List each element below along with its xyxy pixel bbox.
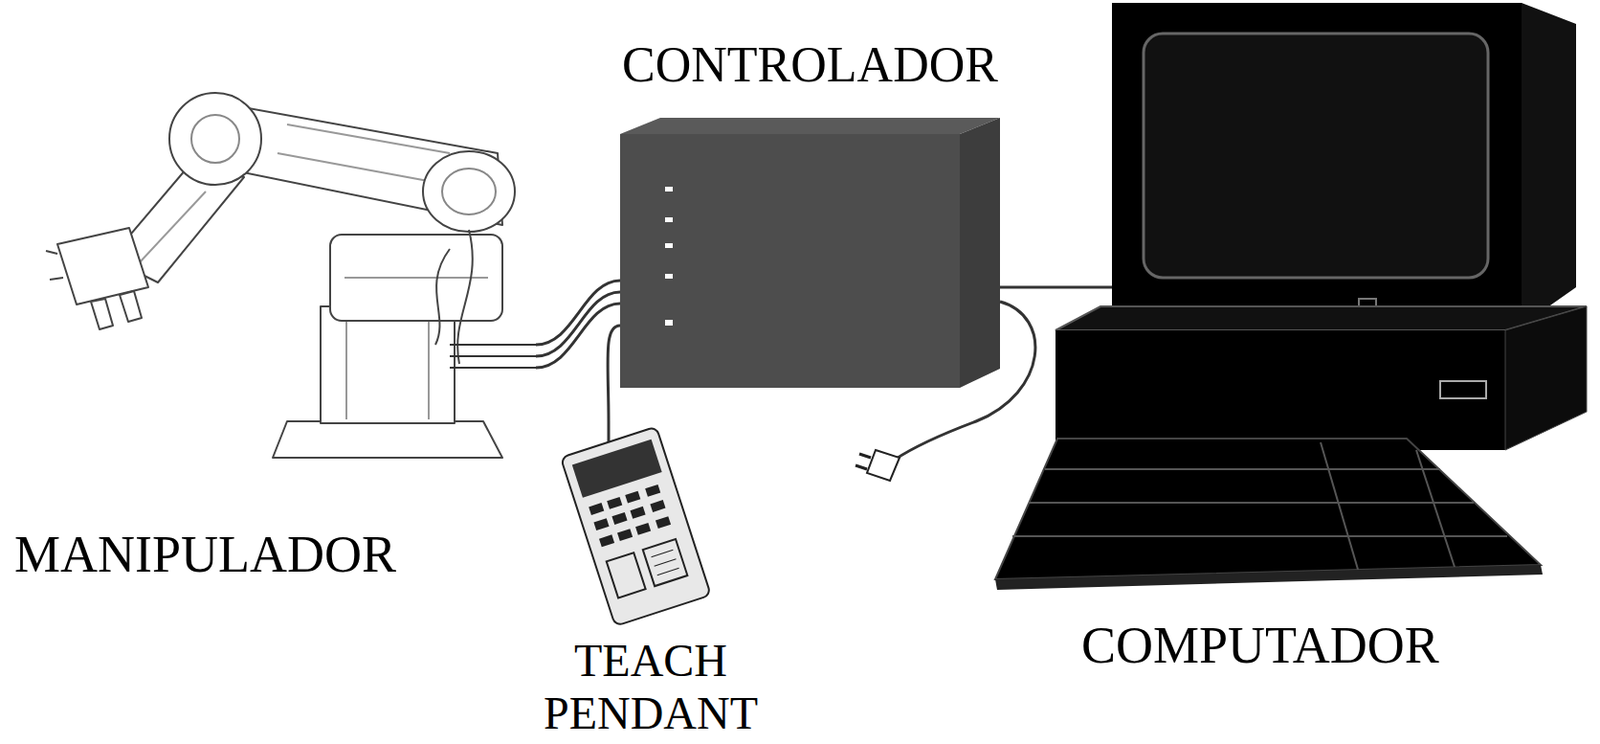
teach-pendant-device-part-part	[599, 533, 615, 547]
controller-box	[620, 117, 1000, 388]
manipulator-robot-part	[49, 277, 64, 280]
component-label: COMPUTADOR	[1081, 615, 1594, 675]
computer-part	[1012, 534, 1508, 537]
computer-part	[1440, 380, 1487, 399]
manipulator-robot-part	[427, 311, 430, 420]
manipulator-robot-part	[345, 311, 348, 420]
teach-pendant-device-part-part	[560, 425, 712, 625]
controller-box-part	[959, 117, 1000, 388]
teach-pendant-device-part-part	[651, 549, 674, 556]
component-label: MANIPULADOR	[14, 524, 536, 584]
computer-part	[1044, 467, 1441, 470]
teach-pendant-device-part-part	[644, 484, 661, 497]
manipulator-robot-part	[344, 276, 489, 279]
teach-pendant-device-part-part	[588, 502, 604, 515]
teach-pendant-device-part-part	[617, 528, 633, 541]
controller-box-part	[620, 117, 1000, 134]
manipulator-robot-part	[320, 306, 455, 423]
computer-part	[995, 438, 1541, 579]
teach-pendant-device-part-part	[635, 522, 651, 535]
computer-part	[1143, 33, 1489, 278]
cable-connector	[1000, 286, 1077, 289]
controller-box-part	[665, 186, 673, 192]
controller-box-part	[620, 133, 960, 388]
teach-pendant-device-part-part	[611, 511, 627, 525]
manipulator-robot	[45, 92, 536, 458]
power-cord-part	[855, 465, 867, 469]
controller-node: CONTROLADOR	[620, 36, 1000, 388]
computer-part	[1076, 286, 1115, 289]
teach-pendant-device-part-part	[593, 517, 609, 531]
teach-pendant-device-part	[560, 425, 712, 625]
teach-pendant-device-part-part	[655, 515, 671, 529]
manipulator-robot-part	[272, 421, 503, 458]
manipulator-robot-part	[435, 248, 450, 345]
manipulator-robot-part	[119, 290, 142, 322]
controller-box-part	[665, 273, 673, 279]
controller-box-part	[665, 217, 673, 223]
manipulator-robot-part	[330, 234, 503, 321]
computer-part	[1320, 442, 1359, 573]
teach-pendant-device-part-part	[649, 499, 666, 512]
computer-part	[1055, 330, 1506, 450]
teach-pendant-device-part-part	[643, 538, 689, 586]
cable-connector	[607, 325, 621, 422]
power-cord	[855, 301, 1036, 481]
teach-pendant-device-part-part	[606, 496, 623, 510]
computer	[995, 2, 1587, 590]
component-label: TEACH PENDANT	[535, 633, 766, 739]
computer-part	[1055, 306, 1587, 331]
component-label: CONTROLADOR	[620, 36, 1000, 94]
manipulator-robot-part	[442, 168, 496, 215]
computer-part	[1521, 2, 1577, 326]
computer-part	[1111, 2, 1522, 326]
computer-part	[995, 564, 1543, 590]
teach-pendant-device-part-part	[654, 558, 677, 566]
teach-pendant-device-part-part	[629, 506, 645, 519]
manipulator-robot-part	[191, 114, 240, 163]
manipulator-robot-part	[449, 344, 536, 368]
manipulator-robot-part	[422, 151, 515, 232]
manipulator-robot-part	[45, 250, 58, 254]
computer-node: COMPUTADOR	[1076, 0, 1594, 675]
teach-pendant-device-part-part	[606, 552, 646, 598]
computer-part	[1416, 449, 1455, 567]
teach-pendant-node: TEACH PENDANT	[535, 421, 766, 739]
computer-part	[1028, 501, 1474, 504]
manipulator-node: MANIPULADOR	[14, 81, 536, 584]
power-cord-part	[866, 449, 900, 481]
manipulator-robot-part	[138, 191, 206, 264]
controller-box-part	[665, 243, 673, 248]
computer-part	[1505, 306, 1587, 450]
power-cord-part	[894, 301, 1036, 460]
manipulator-robot-part	[287, 124, 450, 154]
teach-pendant-device	[560, 421, 712, 626]
manipulator-robot-part	[169, 92, 262, 185]
manipulator-robot-part	[90, 298, 113, 330]
teach-pendant-device-part-part	[572, 439, 663, 498]
teach-pendant-device-part-part	[657, 567, 680, 575]
controller-box-part	[665, 319, 673, 326]
power-cord-part	[859, 453, 871, 458]
teach-pendant-device-part-part	[624, 490, 641, 504]
